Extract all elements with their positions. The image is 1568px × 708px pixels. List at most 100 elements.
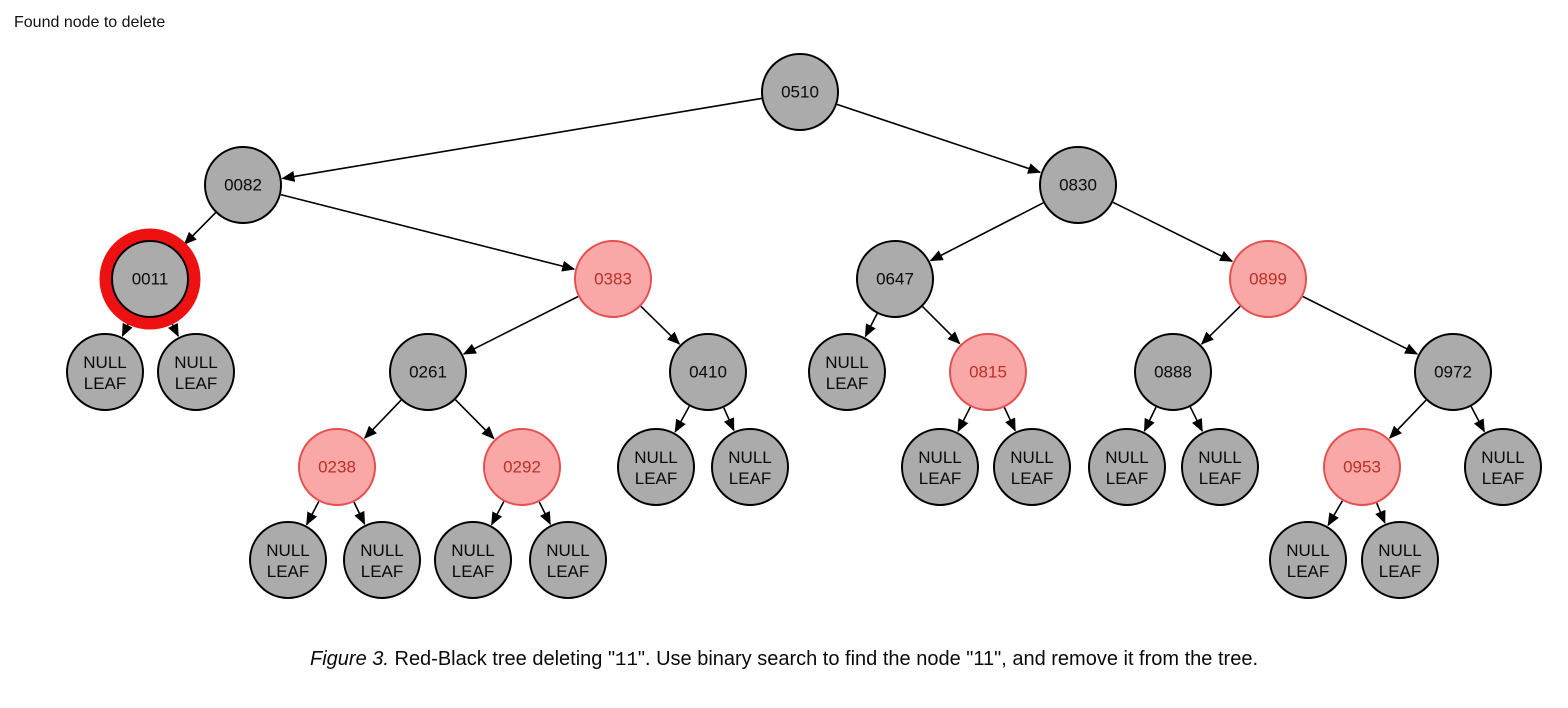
tree-edge-0815-null-0815-r bbox=[1003, 407, 1016, 432]
caption-segment-3: ". Use binary search to find the node "1… bbox=[637, 648, 1258, 670]
tree-node-0410: 0410 bbox=[669, 333, 747, 411]
tree-edge-0972-null-0972-r bbox=[1470, 406, 1486, 433]
node-circle bbox=[1323, 428, 1401, 506]
tree-node-0815: 0815 bbox=[949, 333, 1027, 411]
node-circle bbox=[669, 333, 747, 411]
tree-edge-0972-0953 bbox=[1388, 399, 1427, 439]
delete-highlight-ring bbox=[99, 228, 201, 330]
caption-segment-1: Red-Black tree deleting " bbox=[388, 648, 616, 670]
node-circle bbox=[1361, 521, 1439, 599]
tree-edge-0647-null-0647-l bbox=[864, 313, 878, 338]
tree-edge-0888-null-0888-l bbox=[1143, 406, 1157, 432]
tree-edge-0899-0888 bbox=[1200, 305, 1241, 345]
tree-edge-0647-0815 bbox=[922, 306, 961, 345]
node-circle bbox=[1229, 240, 1307, 318]
node-circle bbox=[204, 146, 282, 224]
tree-edge-0082-0011 bbox=[183, 212, 217, 245]
tree-edge-0292-null-0292-l bbox=[490, 501, 505, 526]
tree-edge-0830-0647 bbox=[929, 202, 1044, 262]
tree-node-0011: 0011 bbox=[99, 228, 201, 330]
tree-edge-0383-0261 bbox=[462, 295, 579, 355]
tree-edge-0011-null-0011-l bbox=[121, 321, 133, 337]
tree-edge-0815-null-0815-l bbox=[957, 406, 972, 433]
tree-edge-0899-0972 bbox=[1302, 295, 1419, 355]
tree-node-0972: 0972 bbox=[1414, 333, 1492, 411]
node-circle bbox=[66, 333, 144, 411]
node-circle bbox=[529, 521, 607, 599]
tree-node-0383: 0383 bbox=[574, 240, 652, 318]
tree-edge-0510-0082 bbox=[281, 97, 762, 182]
tree-node-0510: 0510 bbox=[761, 53, 839, 131]
tree-edge-0238-null-0238-r bbox=[353, 501, 366, 525]
node-circle bbox=[993, 428, 1071, 506]
tree-edge-0830-0899 bbox=[1112, 201, 1234, 262]
node-circle bbox=[157, 333, 235, 411]
node-circle bbox=[617, 428, 695, 506]
node-circle bbox=[343, 521, 421, 599]
tree-edge-0292-null-0292-r bbox=[538, 501, 551, 526]
node-circle bbox=[808, 333, 886, 411]
tree-edge-0383-0410 bbox=[640, 305, 681, 345]
tree-edges bbox=[121, 97, 1486, 527]
tree-edge-0082-0383 bbox=[280, 193, 576, 272]
tree-edge-0261-0292 bbox=[454, 399, 495, 440]
node-circle bbox=[901, 428, 979, 506]
caption-segment-2: 11 bbox=[615, 649, 638, 671]
node-circle bbox=[1088, 428, 1166, 506]
node-circle bbox=[1181, 428, 1259, 506]
node-circle bbox=[389, 333, 467, 411]
tree-node-0830: 0830 bbox=[1039, 146, 1117, 224]
node-circle bbox=[761, 53, 839, 131]
tree-node-0888: 0888 bbox=[1134, 333, 1212, 411]
tree-edge-0410-null-0410-l bbox=[674, 405, 690, 433]
tree-node-0899: 0899 bbox=[1229, 240, 1307, 318]
tree-edge-0011-null-0011-r bbox=[168, 321, 179, 338]
node-circle bbox=[1269, 521, 1347, 599]
tree-edge-0510-0830 bbox=[836, 103, 1042, 174]
tree-edge-0888-null-0888-r bbox=[1189, 406, 1203, 433]
node-circle bbox=[1134, 333, 1212, 411]
status-label: Found node to delete bbox=[14, 14, 166, 31]
node-circle bbox=[298, 428, 376, 506]
node-circle bbox=[434, 521, 512, 599]
node-circle bbox=[1464, 428, 1542, 506]
node-circle bbox=[111, 240, 189, 318]
node-circle bbox=[1414, 333, 1492, 411]
tree-edge-0410-null-0410-r bbox=[723, 407, 735, 432]
tree-node-0082: 0082 bbox=[204, 146, 282, 224]
tree-edge-0953-null-0953-l bbox=[1327, 500, 1344, 527]
node-circle bbox=[483, 428, 561, 506]
tree-node-0238: 0238 bbox=[298, 428, 376, 506]
node-circle bbox=[574, 240, 652, 318]
tree-node-0292: 0292 bbox=[483, 428, 561, 506]
node-circle bbox=[856, 240, 934, 318]
node-circle bbox=[949, 333, 1027, 411]
tree-node-0647: 0647 bbox=[856, 240, 934, 318]
tree-edge-0261-0238 bbox=[363, 399, 402, 439]
node-circle bbox=[1039, 146, 1117, 224]
tree-node-0953: 0953 bbox=[1323, 428, 1401, 506]
figure-caption: Figure 3. Red-Black tree deleting "11". … bbox=[0, 646, 1568, 673]
node-circle bbox=[249, 521, 327, 599]
node-circle bbox=[711, 428, 789, 506]
tree-edge-0238-null-0238-l bbox=[305, 501, 320, 526]
caption-segment-0: Figure 3. bbox=[310, 648, 389, 670]
